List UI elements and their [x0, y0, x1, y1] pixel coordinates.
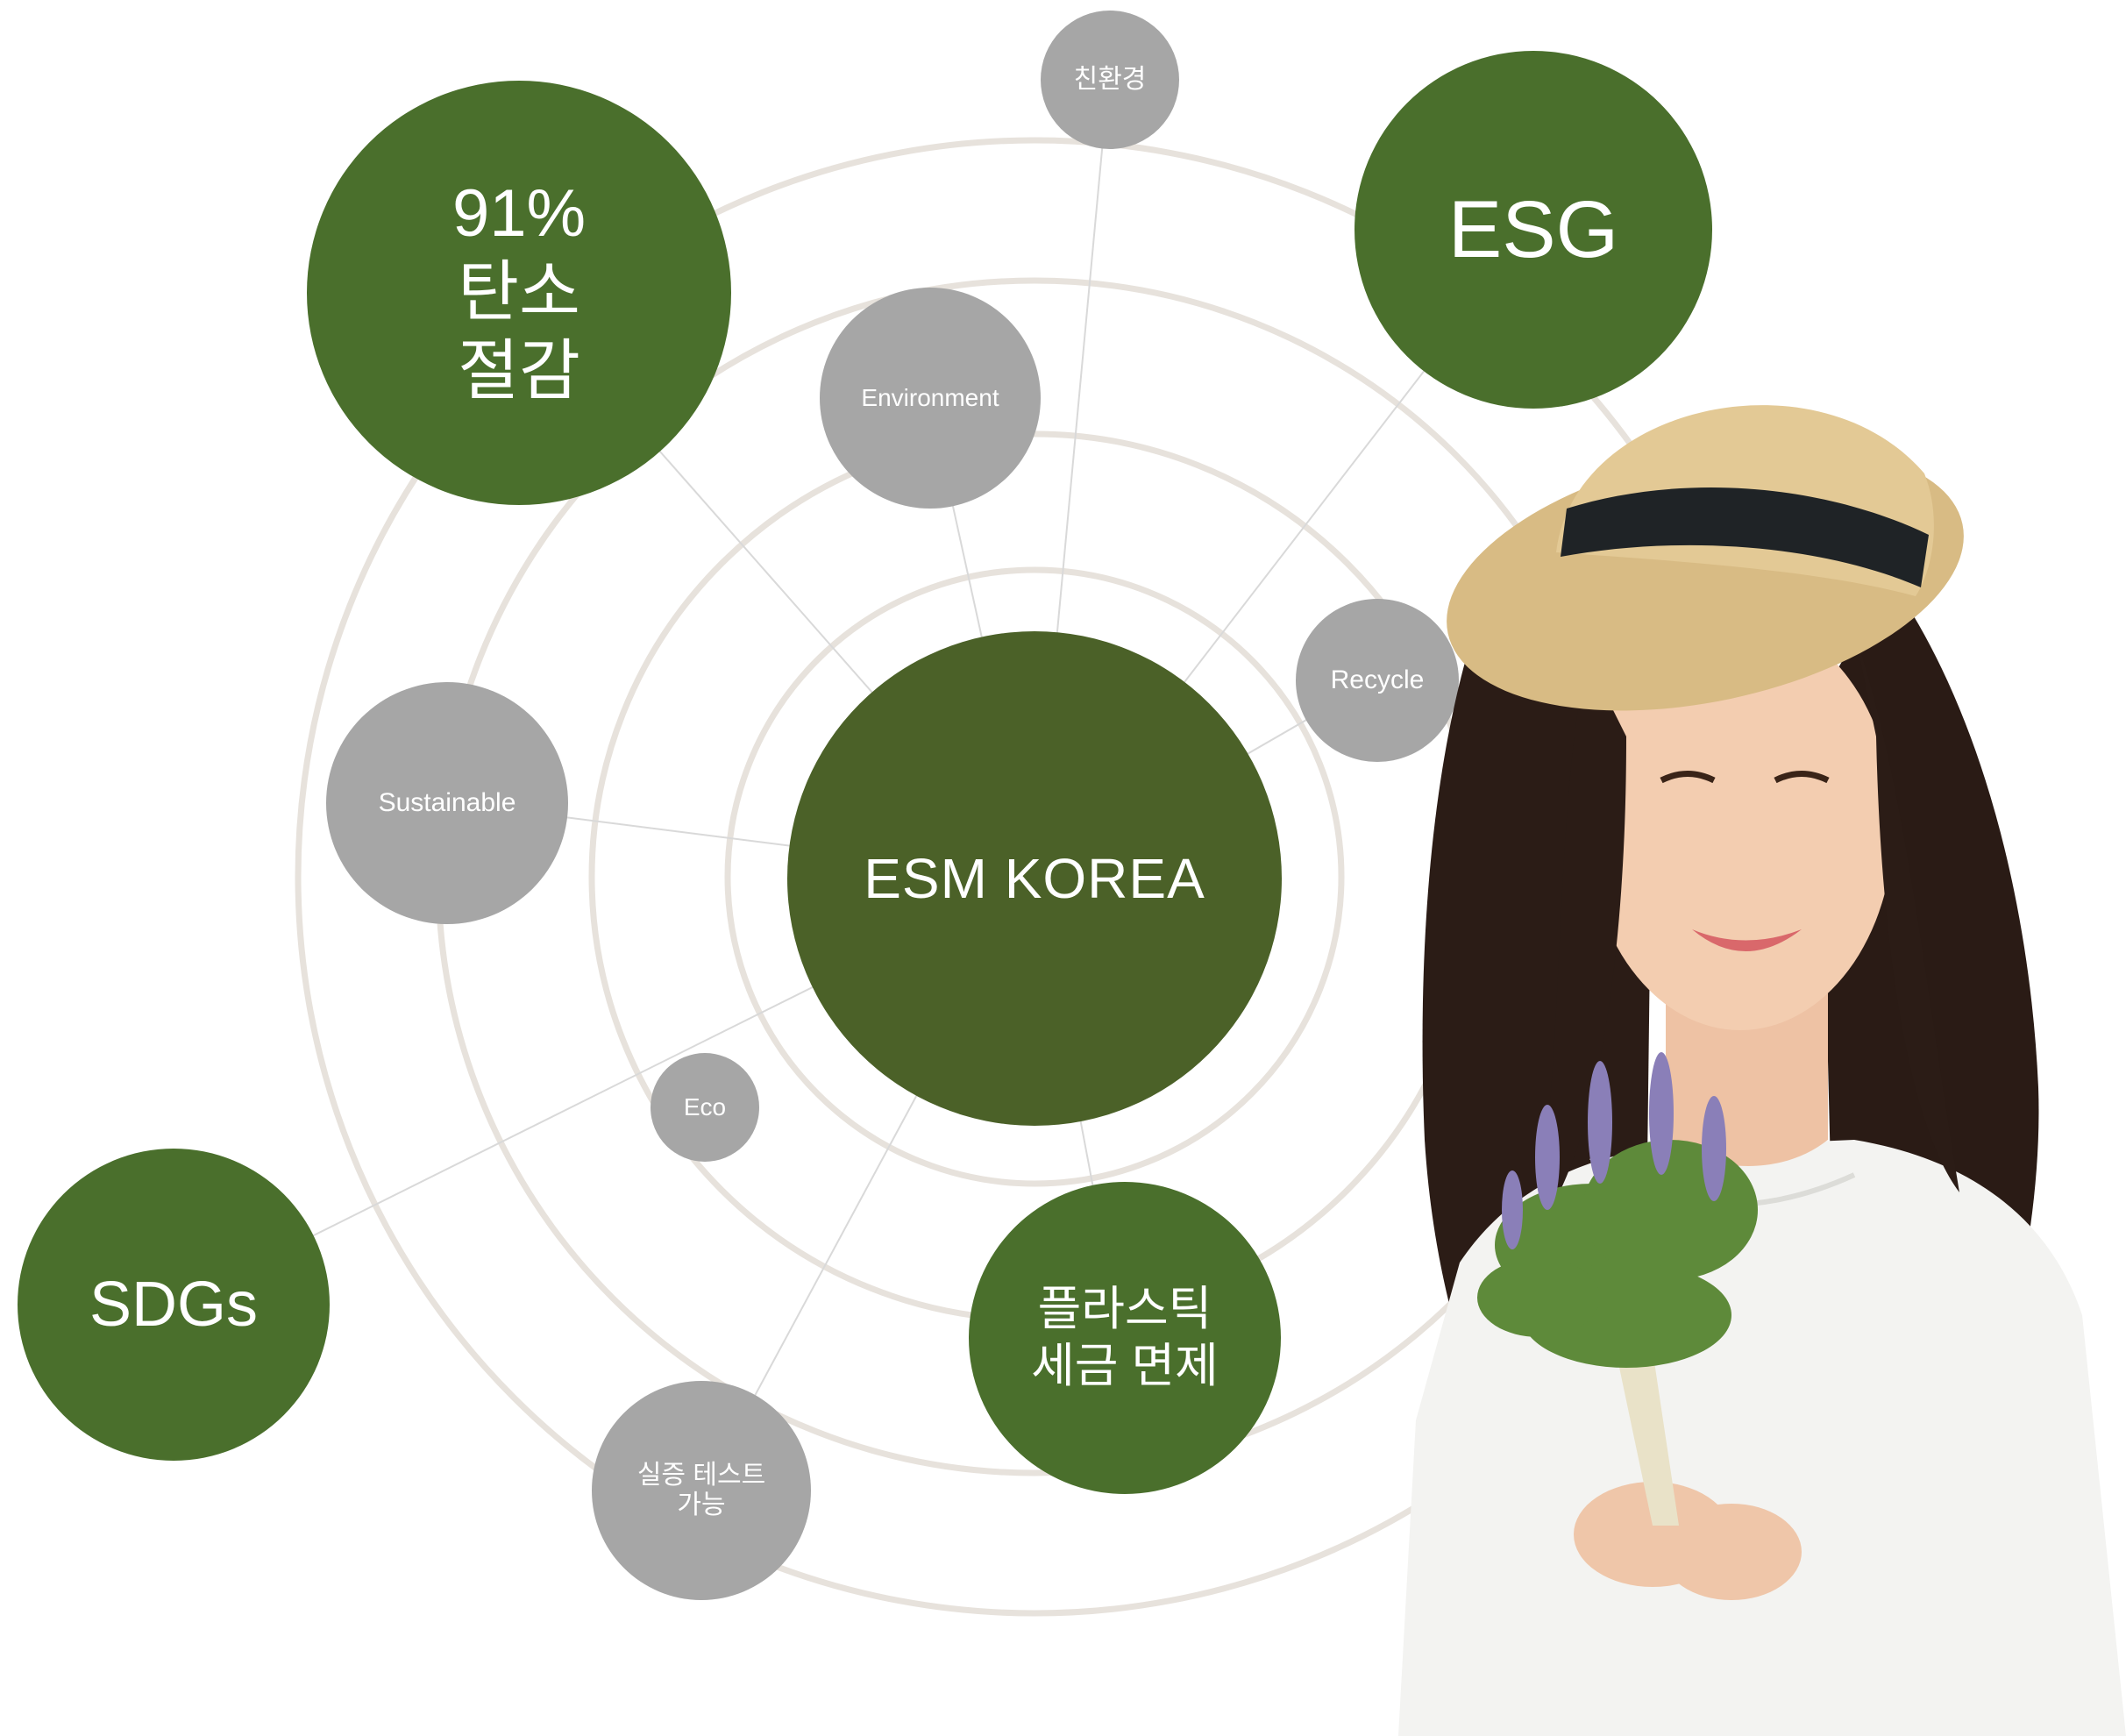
- demo-test-label: 실증 테스트 가능: [636, 1460, 766, 1520]
- eco-friendly-node: 친환경: [1041, 11, 1179, 149]
- esg-node: ESG: [1355, 51, 1712, 409]
- environment-node: Environment: [820, 288, 1041, 509]
- orbit-ring-1: [724, 566, 1345, 1187]
- recycle-node: Recycle: [1296, 599, 1459, 762]
- sustainable-node: Sustainable: [326, 682, 568, 924]
- woman-with-bouquet-image: [1398, 405, 2126, 1736]
- carbon-reduction-label: 91% 탄소 절감: [452, 176, 587, 409]
- eco-node: Eco: [651, 1053, 759, 1162]
- eco-label: Eco: [683, 1093, 727, 1121]
- sustainable-label: Sustainable: [378, 788, 516, 817]
- eco-friendly-label: 친환경: [1073, 65, 1147, 94]
- esg-label: ESG: [1447, 184, 1619, 274]
- sdgs-node: SDGs: [18, 1149, 330, 1461]
- center-node: ESM KOREA: [787, 631, 1282, 1126]
- center-label: ESM KOREA: [864, 846, 1205, 910]
- plastic-tax-exemption-label: 플라스틱 세금 면제: [1031, 1283, 1219, 1392]
- recycle-label: Recycle: [1330, 665, 1425, 694]
- demo-test-node: 실증 테스트 가능: [592, 1381, 811, 1600]
- sdgs-label: SDGs: [89, 1269, 259, 1340]
- carbon-reduction-node: 91% 탄소 절감: [307, 81, 731, 505]
- environment-label: Environment: [861, 384, 999, 412]
- plastic-tax-exemption-node: 플라스틱 세금 면제: [969, 1182, 1281, 1494]
